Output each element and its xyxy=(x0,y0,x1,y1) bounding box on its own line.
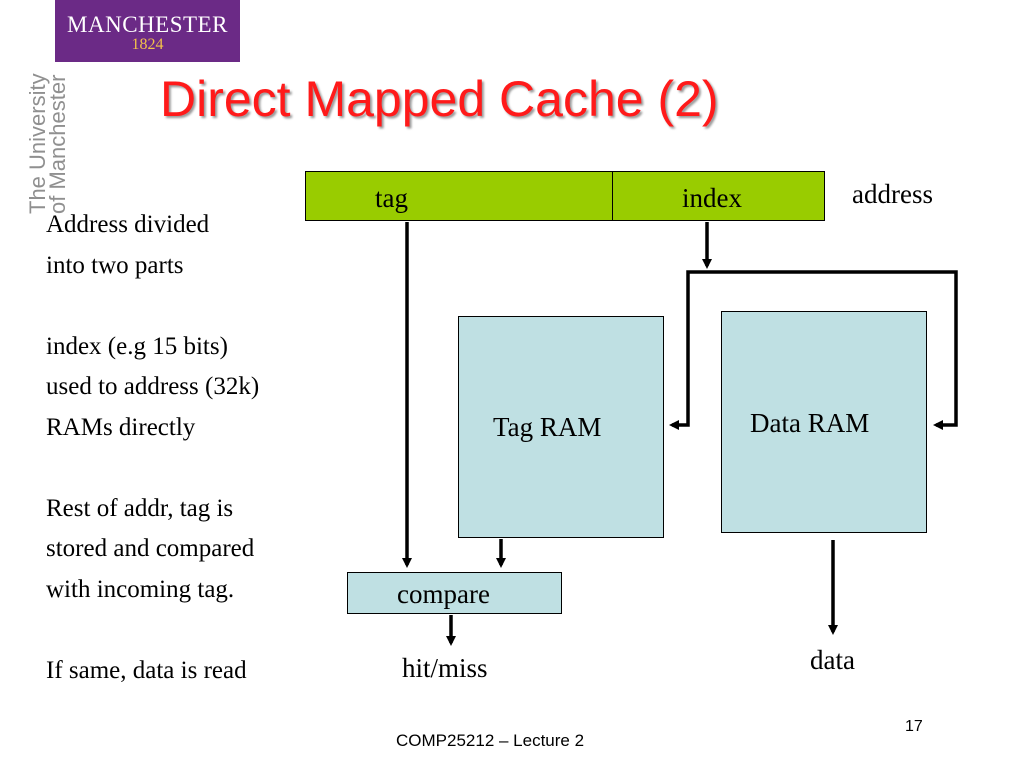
hit-miss-label: hit/miss xyxy=(402,653,488,683)
tag-ram-box xyxy=(458,316,664,538)
index-to-tag-ram-wire xyxy=(669,270,707,430)
address-bar xyxy=(305,171,825,221)
body-line: with incoming tag. xyxy=(46,575,235,603)
compare-box xyxy=(347,572,562,614)
body-line: If same, data is read xyxy=(46,656,247,684)
data-output-label: data xyxy=(810,645,855,675)
slide-title: Direct Mapped Cache (2) xyxy=(160,71,719,127)
body-line: into two parts xyxy=(46,251,184,279)
body-line: Address divided xyxy=(46,211,210,238)
tag-ram-label: Tag RAM xyxy=(493,412,602,442)
body-line: used to address (32k) xyxy=(46,373,260,400)
index-to-data-ram-wire xyxy=(707,270,958,430)
body-line: index (e.g 15 bits) xyxy=(46,332,228,360)
body-paragraph: If same, data is read xyxy=(46,651,346,692)
logo-year: 1824 xyxy=(131,36,164,53)
compare-label: compare xyxy=(397,579,490,609)
page-number: 17 xyxy=(905,718,923,735)
footer-text: COMP25212 – Lecture 2 xyxy=(396,731,585,750)
university-logo: MANCHESTER 1824 xyxy=(55,0,240,62)
body-text: Address divided into two parts index (e.… xyxy=(46,205,346,732)
body-line: RAMs directly xyxy=(46,413,196,441)
index-field-label: index xyxy=(682,183,742,213)
address-label: address xyxy=(852,179,933,209)
address-divider xyxy=(612,171,613,221)
body-paragraph: Address divided into two parts xyxy=(46,205,346,286)
data-ram-box xyxy=(721,311,927,533)
body-paragraph: index (e.g 15 bits) used to address (32k… xyxy=(46,327,346,449)
body-line: Rest of addr, tag is xyxy=(46,494,234,522)
logo-name: MANCHESTER xyxy=(67,12,228,37)
tag-field-label: tag xyxy=(375,183,408,213)
data-ram-label: Data RAM xyxy=(750,408,870,438)
body-line: stored and compared xyxy=(46,535,255,562)
body-paragraph: Rest of addr, tag is stored and compared… xyxy=(46,489,346,611)
